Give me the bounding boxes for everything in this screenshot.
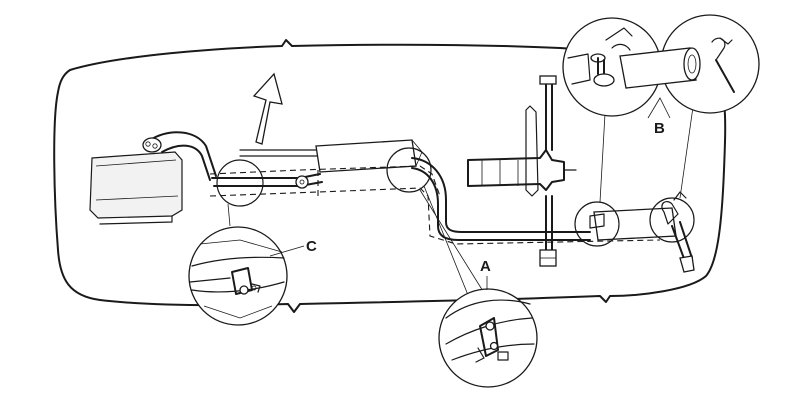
front-direction-arrow: [252, 72, 283, 145]
rear-axle: [467, 75, 577, 267]
hanger-a-location-circle: [386, 147, 432, 193]
hanger-b-location-circle-rear: [649, 197, 695, 243]
vehicle-body-outline: [53, 39, 727, 313]
detail-inset-c: [188, 226, 288, 326]
front-exhaust-pipe: [211, 149, 323, 189]
leader-line-b-label: [647, 97, 671, 119]
detail-inset-a: [438, 288, 538, 388]
engine-block: [89, 151, 183, 225]
callout-label-c: C: [306, 238, 317, 255]
label-c-tick: [269, 245, 305, 257]
hanger-c-location-circle: [216, 159, 264, 207]
detail-inset-b: [562, 14, 760, 117]
callout-label-a: A: [480, 258, 491, 275]
leader-line-c: [227, 203, 231, 227]
exhaust-manifold: [142, 131, 217, 181]
hanger-b-location-circle-front: [574, 201, 620, 247]
center-muffler: [315, 139, 423, 173]
rear-muffler: [589, 191, 695, 273]
callout-label-b: B: [654, 120, 665, 137]
leader-line-a: [419, 185, 487, 301]
